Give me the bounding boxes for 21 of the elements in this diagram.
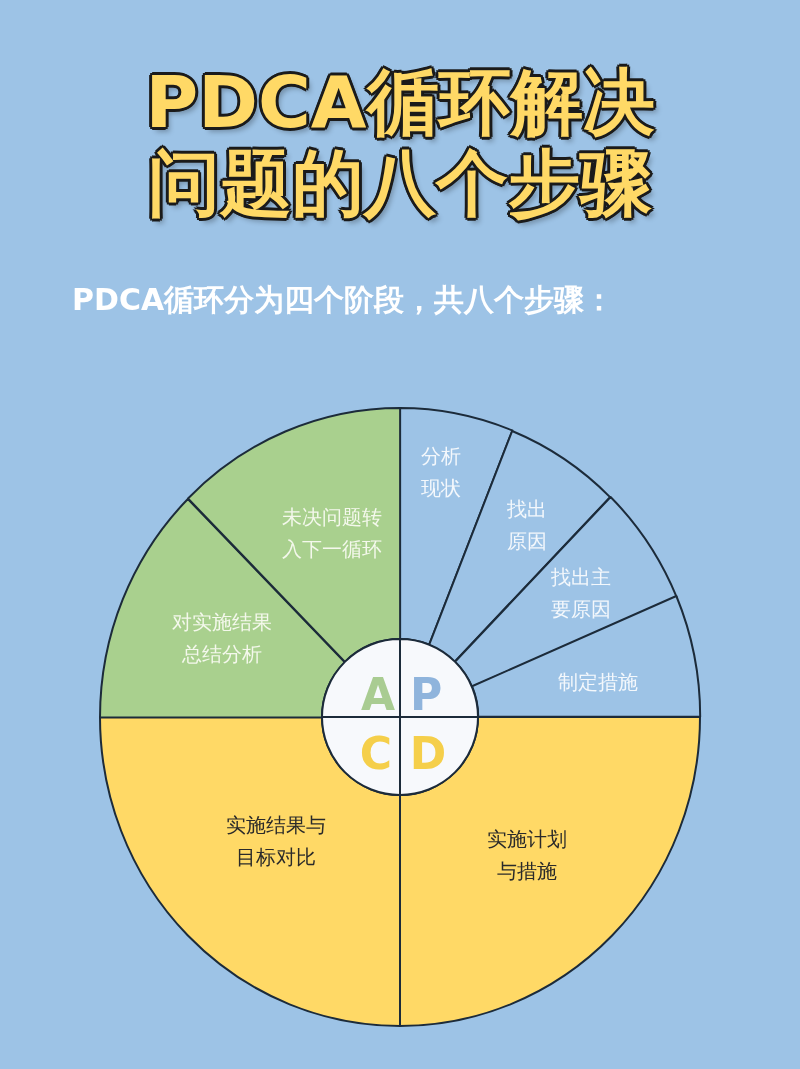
pie-sector — [471, 596, 700, 717]
hub-quadrant — [322, 639, 400, 717]
hub-quadrant — [322, 717, 400, 795]
pie-sector — [100, 717, 400, 1026]
pie-sector — [400, 717, 700, 1026]
step-label: 实施计划与措施 — [486, 826, 568, 885]
phase-letter: P — [409, 673, 443, 717]
step-label: 找出主要原因 — [550, 564, 612, 623]
phase-letter: A — [360, 673, 396, 717]
phase-letter: C — [359, 732, 393, 776]
hub-quadrant — [400, 717, 478, 795]
subtitle: PDCA循环分为四个阶段，共八个步骤： — [72, 281, 615, 319]
step-label: 制定措施 — [557, 669, 639, 696]
step-label: 实施结果与目标对比 — [225, 812, 327, 871]
step-label: 分析现状 — [420, 443, 462, 502]
hub-quadrant — [400, 639, 478, 717]
step-label: 找出原因 — [506, 496, 548, 555]
step-label: 对实施结果总结分析 — [171, 609, 273, 668]
step-label: 未决问题转入下一循环 — [281, 504, 383, 563]
title: PDCA循环解决问题的八个步骤 — [144, 62, 656, 224]
phase-letter: D — [409, 732, 447, 776]
